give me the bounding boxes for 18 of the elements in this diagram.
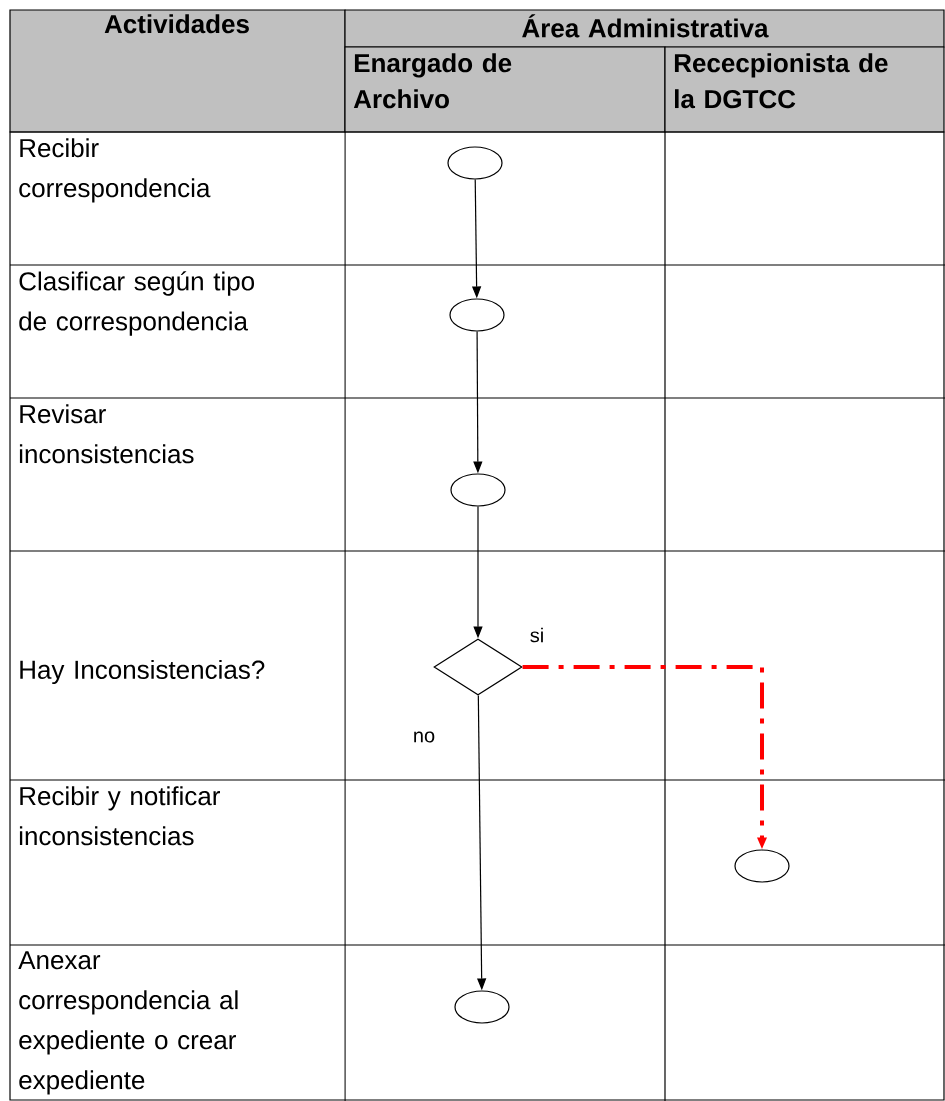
activity-text: Recibir correspondencia xyxy=(19,138,211,203)
activity-text: Hay Inconsistencias? xyxy=(20,659,265,685)
activity-text: Revisar inconsistencias xyxy=(19,404,194,464)
process-ellipse xyxy=(449,298,505,332)
activity-text: Anexar correspondencia al expediente o crear expediente xyxy=(18,951,238,1095)
decision-diamond xyxy=(433,638,523,696)
header-cell: Rececpionista de la DGTCC xyxy=(664,46,945,133)
header-cell: Enargado de Archivo xyxy=(344,46,666,133)
process-ellipse xyxy=(450,473,506,507)
activity-text: Recibir y notificar inconsistencias xyxy=(19,786,220,846)
edge-label: si xyxy=(528,626,546,644)
header-cell: Actividades xyxy=(9,9,346,133)
process-ellipse xyxy=(734,849,790,883)
edge-label: no xyxy=(411,730,437,744)
header-cell: Área Administrativa xyxy=(344,9,945,48)
process-ellipse xyxy=(454,990,510,1024)
process-ellipse xyxy=(447,146,503,180)
activity-text: Clasificar según tipo de correspondencia xyxy=(19,271,255,336)
